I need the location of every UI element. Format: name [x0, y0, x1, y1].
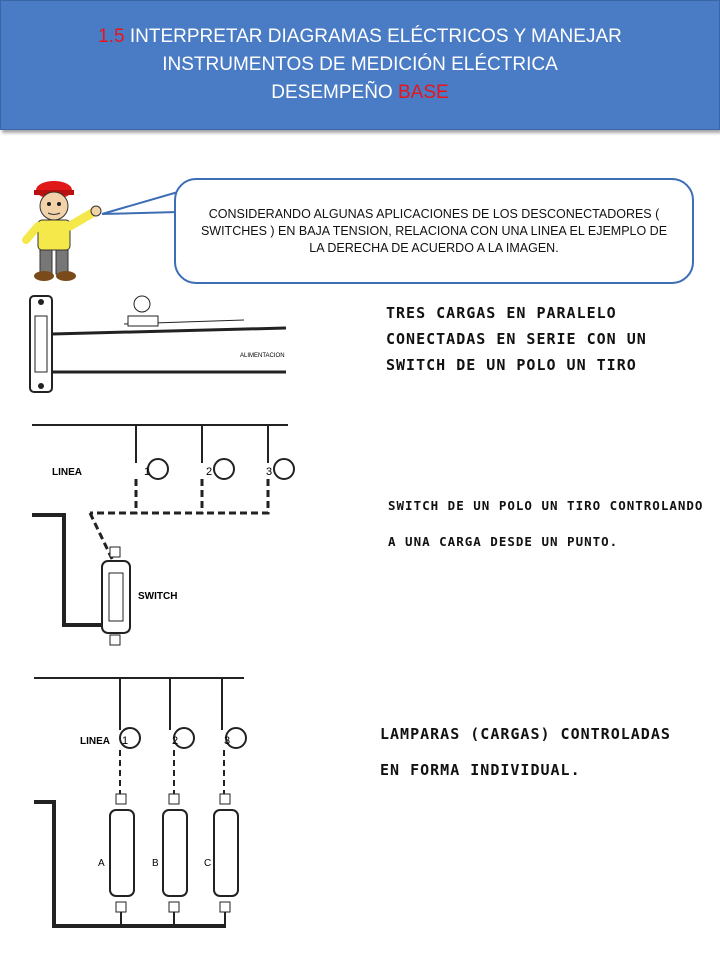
- lamp-label-1: 1: [144, 466, 150, 478]
- worker-character-illustration: [22, 181, 102, 281]
- lamp-label-1: 1: [122, 735, 128, 747]
- instruction-speech-bubble: CONSIDERANDO ALGUNAS APLICACIONES DE LOS…: [174, 178, 694, 284]
- diagram-single-switch: ALIMENTACION: [24, 290, 292, 400]
- diagram3-linea-label: LINEA: [80, 736, 110, 747]
- speech-bubble-tail: [101, 191, 179, 215]
- caption-three-loads-series: TRES CARGAS EN PARALELO CONECTADAS EN SE…: [386, 304, 647, 374]
- lamp-label-2: 2: [172, 735, 178, 747]
- level-badge: BASE: [398, 82, 449, 103]
- switch-label-c: C: [204, 858, 211, 869]
- diagram-series-loads: 1 2 3 LINEA SWITCH: [18, 415, 302, 653]
- switch-label-a: A: [98, 858, 105, 869]
- title-banner: 1.5 INTERPRETAR DIAGRAMAS ELÉCTRICOS Y M…: [0, 0, 720, 130]
- diagram1-alimentacion-label: ALIMENTACION: [240, 353, 285, 359]
- switch-label-b: B: [152, 858, 159, 869]
- title-line-1: 1.5 INTERPRETAR DIAGRAMAS ELÉCTRICOS Y M…: [98, 26, 622, 47]
- lamp-label-3: 3: [224, 735, 230, 747]
- caption-individual-control: LAMPARAS (CARGAS) CONTROLADAS EN FORMA I…: [380, 725, 671, 779]
- diagram-individual-control: 1 2 3 LINEA A B C: [24, 654, 250, 944]
- lamp-label-3: 3: [266, 466, 272, 478]
- title-line-2: INSTRUMENTOS DE MEDICIÓN ELÉCTRICA: [162, 54, 558, 75]
- section-number: 1.5: [98, 26, 125, 47]
- caption-single-pole-one-load: SWITCH DE UN POLO UN TIRO CONTROLANDO A …: [388, 498, 704, 549]
- instruction-text: CONSIDERANDO ALGUNAS APLICACIONES DE LOS…: [200, 206, 668, 255]
- lamp-label-2: 2: [206, 466, 212, 478]
- title-line-3: DESEMPEÑO BASE: [271, 82, 449, 103]
- diagram2-linea-label: LINEA: [52, 467, 82, 478]
- diagram2-switch-label: SWITCH: [138, 591, 177, 602]
